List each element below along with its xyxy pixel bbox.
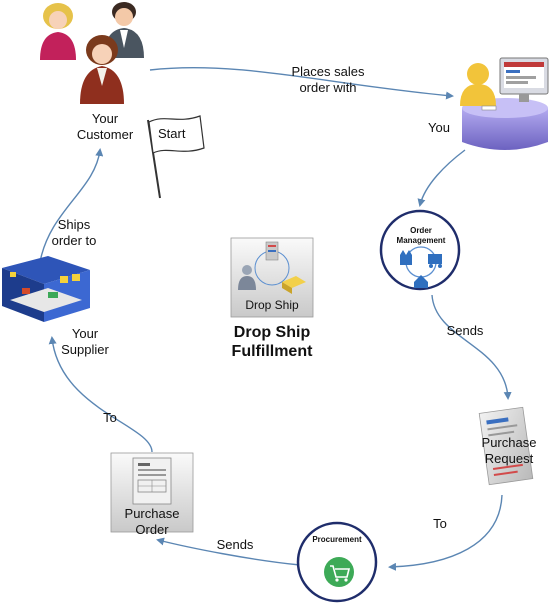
procurement-title: Procurement bbox=[312, 535, 362, 544]
purchase-request-label: Purchase Request bbox=[474, 435, 544, 467]
arrow-supplier-to-customer bbox=[39, 148, 104, 263]
customer-label: Your Customer bbox=[70, 111, 140, 143]
supplier-warehouse-icon bbox=[2, 256, 90, 322]
places-line1: Places sales bbox=[291, 64, 365, 79]
supplier-label-line1: Your bbox=[71, 326, 99, 341]
you-desk-icon bbox=[460, 57, 549, 150]
arrow-customer-to-you bbox=[149, 66, 454, 100]
arrow-order-management-to-purchase-request bbox=[431, 294, 512, 400]
sends-label-2: Sends bbox=[216, 537, 254, 552]
purchase-request-document-icon bbox=[478, 406, 534, 486]
start-flag-icon bbox=[147, 115, 205, 199]
order-management-line1: Order bbox=[410, 226, 432, 235]
places-line2: order with bbox=[299, 80, 357, 95]
to-label-2: To bbox=[103, 410, 117, 425]
supplier-label: Your Supplier bbox=[50, 326, 120, 358]
arrow-procurement-to-purchase-order bbox=[156, 537, 301, 566]
ships-line2: order to bbox=[51, 233, 97, 248]
purchase-request-line1: Purchase bbox=[481, 435, 537, 450]
center-title-line2: Fulfillment bbox=[231, 343, 313, 360]
purchase-request-line2: Request bbox=[484, 451, 534, 466]
purchase-order-line2: Order bbox=[135, 522, 169, 537]
arrow-purchase-request-to-procurement bbox=[388, 494, 503, 571]
places-sales-order-label: Places sales order with bbox=[288, 64, 368, 96]
arrow-purchase-order-to-supplier bbox=[48, 336, 153, 453]
sends-label-1: Sends bbox=[446, 323, 484, 338]
purchase-order-line1: Purchase bbox=[124, 506, 180, 521]
order-management-title: Order Management bbox=[392, 226, 450, 246]
center-title: Drop Ship Fulfillment bbox=[212, 323, 332, 361]
order-management-node bbox=[379, 209, 461, 291]
order-management-line2: Management bbox=[396, 236, 446, 245]
procurement-node bbox=[296, 521, 378, 603]
drop-ship-badge bbox=[230, 237, 314, 318]
customer-label-line2: Customer bbox=[76, 127, 134, 142]
you-label: You bbox=[428, 120, 450, 135]
purchase-order-document-icon bbox=[110, 452, 194, 533]
customer-people-icon bbox=[40, 2, 144, 104]
fulfillment-cycle-icon bbox=[400, 246, 442, 288]
ships-line1: Ships bbox=[57, 217, 91, 232]
shopping-cart-icon bbox=[330, 565, 351, 582]
center-title-line1: Drop Ship bbox=[233, 324, 311, 341]
arrow-you-to-order-management bbox=[417, 149, 466, 207]
supplier-label-line2: Supplier bbox=[61, 342, 109, 357]
drop-ship-badge-label: Drop Ship bbox=[245, 298, 299, 312]
to-label-1: To bbox=[433, 516, 447, 531]
start-flag-label: Start bbox=[158, 126, 186, 141]
purchase-order-label: Purchase Order bbox=[116, 506, 188, 538]
ships-order-label: Ships order to bbox=[44, 217, 104, 249]
customer-label-line1: Your bbox=[91, 111, 119, 126]
